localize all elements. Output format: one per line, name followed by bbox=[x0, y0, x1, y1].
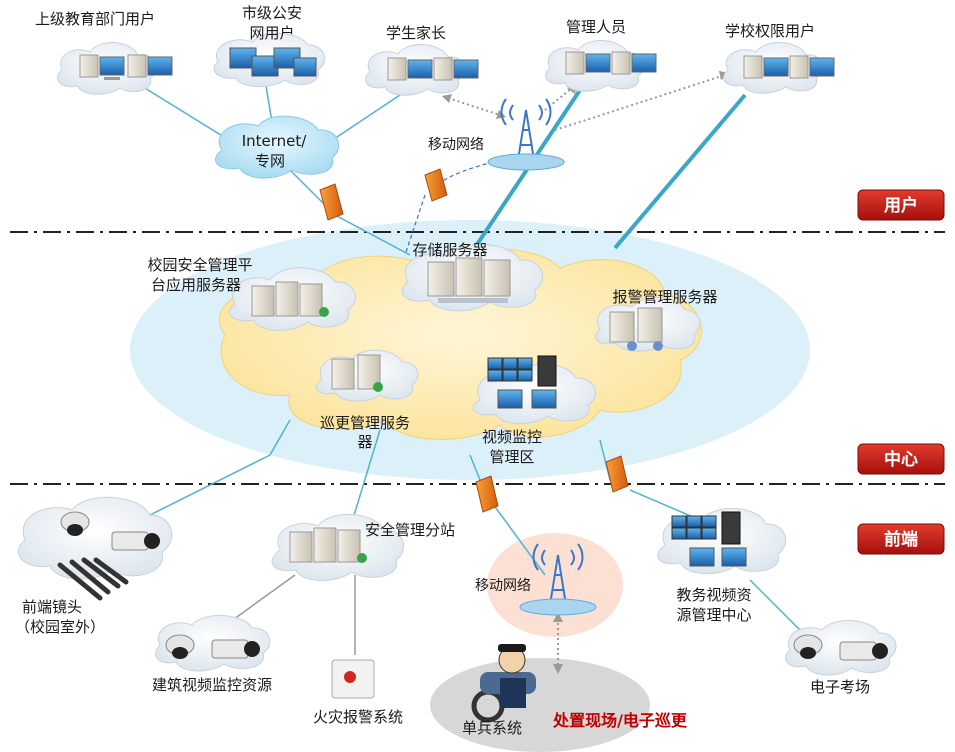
label-patrol-2: 器 bbox=[357, 433, 372, 451]
video-wall-icon bbox=[487, 355, 557, 409]
label-edu-video-2: 源管理中心 bbox=[676, 606, 751, 624]
label-parents: 学生家长 bbox=[386, 24, 446, 42]
label-edu-video-1: 教务视频资 bbox=[676, 586, 751, 604]
label-building-video: 建筑视频监控资源 bbox=[152, 676, 272, 694]
label-fire-alarm: 火灾报警系统 bbox=[313, 708, 403, 726]
cloud-internet bbox=[215, 115, 340, 179]
video-wall-icon bbox=[671, 511, 747, 567]
label-police-2: 网用户 bbox=[249, 24, 294, 42]
label-video-2: 管理区 bbox=[489, 448, 534, 466]
server-icon bbox=[331, 354, 383, 392]
label-substation: 安全管理分站 bbox=[365, 521, 455, 539]
link-firewall-storage bbox=[404, 194, 426, 256]
fire-alarm-icon bbox=[331, 659, 375, 699]
label-single-soldier: 单兵系统 bbox=[462, 719, 522, 737]
server-icon bbox=[609, 307, 663, 351]
label-alarm-server: 报警管理服务器 bbox=[612, 288, 717, 306]
soldier-zone-ellipse bbox=[430, 658, 650, 752]
svg-text:中心: 中心 bbox=[884, 449, 918, 470]
computer-icon bbox=[743, 55, 835, 79]
label-front-cam-1: 前端镜头 bbox=[22, 598, 82, 616]
link-managers-storage bbox=[468, 88, 582, 257]
server-icon bbox=[289, 527, 367, 563]
cloud-front-cam bbox=[18, 496, 173, 580]
zone-badge-center: 中心 bbox=[857, 443, 945, 475]
server-icon bbox=[427, 257, 511, 303]
label-patrol-1: 巡更管理服务 bbox=[320, 414, 410, 432]
label-exam: 电子考场 bbox=[810, 678, 870, 696]
label-internet-2: 专网 bbox=[255, 152, 285, 170]
firewall-icon bbox=[475, 475, 499, 513]
cell-tower-icon bbox=[487, 98, 565, 171]
label-platform-2: 台应用服务器 bbox=[151, 276, 241, 294]
dome-camera-icon bbox=[60, 511, 90, 536]
box-camera-icon bbox=[839, 641, 888, 661]
box-camera-icon bbox=[211, 639, 260, 659]
label-mobile-bottom: 移动网络 bbox=[475, 578, 531, 594]
label-edu-dept: 上级教育部门用户 bbox=[35, 10, 155, 28]
label-storage: 存储服务器 bbox=[412, 241, 487, 259]
computer-icon bbox=[229, 47, 317, 77]
label-platform-1: 校园安全管理平 bbox=[147, 256, 252, 274]
svg-text:前端: 前端 bbox=[884, 529, 918, 550]
label-police-1: 市级公安 bbox=[242, 4, 302, 22]
computer-icon bbox=[387, 57, 479, 81]
label-internet-1: Internet/ bbox=[242, 132, 308, 150]
firewall-icon bbox=[605, 455, 629, 493]
svg-text:用户: 用户 bbox=[884, 195, 918, 216]
box-camera-icon bbox=[111, 531, 160, 551]
firewall-icon bbox=[424, 168, 448, 202]
computer-icon bbox=[79, 54, 173, 80]
link-schoolusers-center bbox=[613, 93, 747, 250]
dome-camera-icon bbox=[793, 634, 823, 659]
label-video-1: 视频监控 bbox=[482, 428, 542, 446]
computer-icon bbox=[565, 51, 657, 75]
zone-badge-user: 用户 bbox=[857, 189, 945, 221]
zone-badge-frontend: 前端 bbox=[857, 523, 945, 555]
label-mobile-top: 移动网络 bbox=[428, 137, 484, 153]
dome-camera-icon bbox=[165, 634, 195, 659]
cell-tower-icon bbox=[519, 543, 597, 616]
firewall-icon bbox=[319, 183, 344, 221]
label-managers: 管理人员 bbox=[566, 18, 626, 36]
policeman-icon bbox=[471, 644, 536, 723]
camera-array-icon bbox=[57, 557, 129, 601]
label-front-cam-2: （校园室外） bbox=[15, 618, 105, 636]
label-onsite: 处置现场/电子巡更 bbox=[552, 711, 688, 730]
server-icon bbox=[251, 281, 329, 317]
label-school-users: 学校权限用户 bbox=[725, 22, 815, 40]
